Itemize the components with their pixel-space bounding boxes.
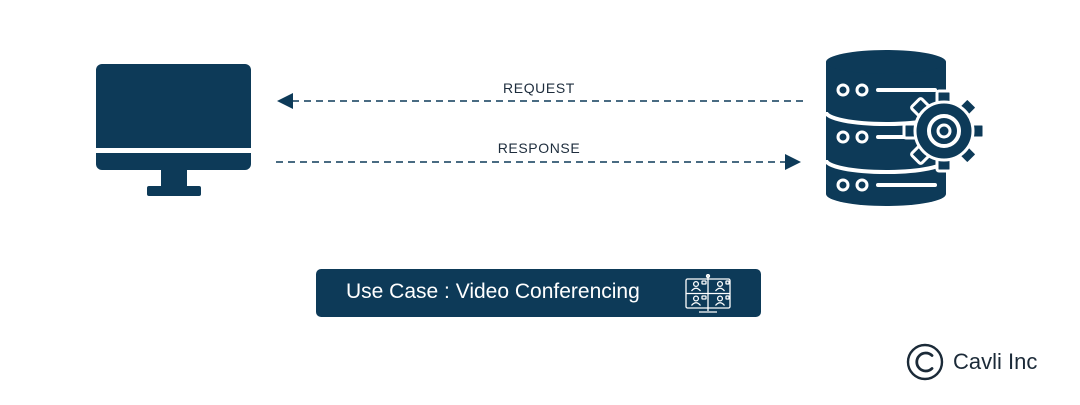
desktop-monitor-icon xyxy=(96,64,251,196)
response-arrow xyxy=(276,154,801,170)
use-case-banner: Use Case : Video Conferencing xyxy=(316,269,761,317)
response-label: RESPONSE xyxy=(497,140,581,156)
brand-name: Cavli Inc xyxy=(953,349,1038,374)
request-arrow xyxy=(277,93,803,109)
cavli-logo-icon xyxy=(906,343,944,381)
brand-logo: Cavli Inc xyxy=(906,342,1037,382)
request-label: REQUEST xyxy=(503,80,575,96)
database-server-gear-icon xyxy=(824,50,986,206)
video-conference-grid-icon xyxy=(685,274,731,313)
use-case-text: Use Case : Video Conferencing xyxy=(346,280,640,303)
